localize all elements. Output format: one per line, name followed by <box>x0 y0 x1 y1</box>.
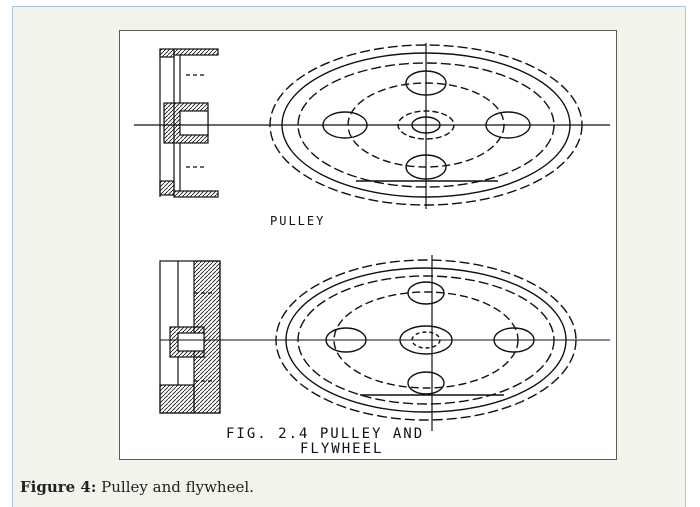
figure-panel: PULLEY FIG. 2.4 PULLEY AND FLYWHEEL Figu… <box>12 6 686 507</box>
flywheel-section-view <box>159 260 221 414</box>
flywheel-front-view <box>275 259 577 421</box>
figure-caption-label: Figure 4: <box>20 478 97 496</box>
figure-caption: Figure 4: Pulley and flywheel. <box>20 478 254 496</box>
pulley-section-view <box>159 48 219 198</box>
figure-image: PULLEY FIG. 2.4 PULLEY AND FLYWHEEL <box>119 30 617 460</box>
fig-caption-line2: FLYWHEEL <box>300 441 384 457</box>
engineering-drawing <box>134 43 610 431</box>
fig-caption-line1: FIG. 2.4 PULLEY AND <box>226 426 425 442</box>
figure-caption-text: Pulley and flywheel. <box>101 478 254 496</box>
pulley-front-view <box>269 44 583 206</box>
pulley-label: PULLEY <box>270 214 326 228</box>
